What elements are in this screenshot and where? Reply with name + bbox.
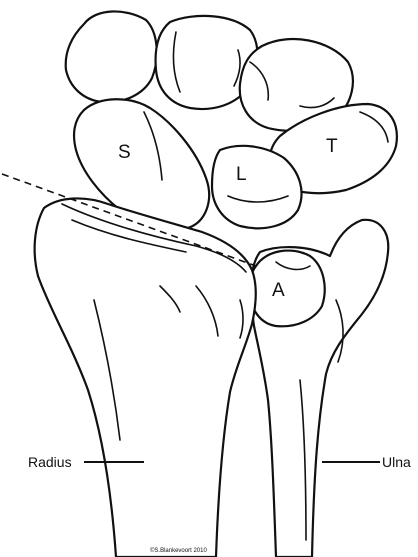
radius-label: Radius [28, 454, 72, 470]
trapezium-bone [66, 11, 157, 102]
scaphoid-letter: S [118, 142, 131, 163]
ulnar-head [249, 251, 324, 327]
ulna-label: Ulna [382, 454, 411, 470]
triquetrum-letter: T [326, 136, 338, 157]
radius-bone [35, 198, 256, 557]
copyright-credit: ©S.Blankevoort 2010 [150, 547, 207, 554]
lunate-letter: L [236, 164, 247, 185]
ulnar-head-letter: A [272, 280, 285, 301]
